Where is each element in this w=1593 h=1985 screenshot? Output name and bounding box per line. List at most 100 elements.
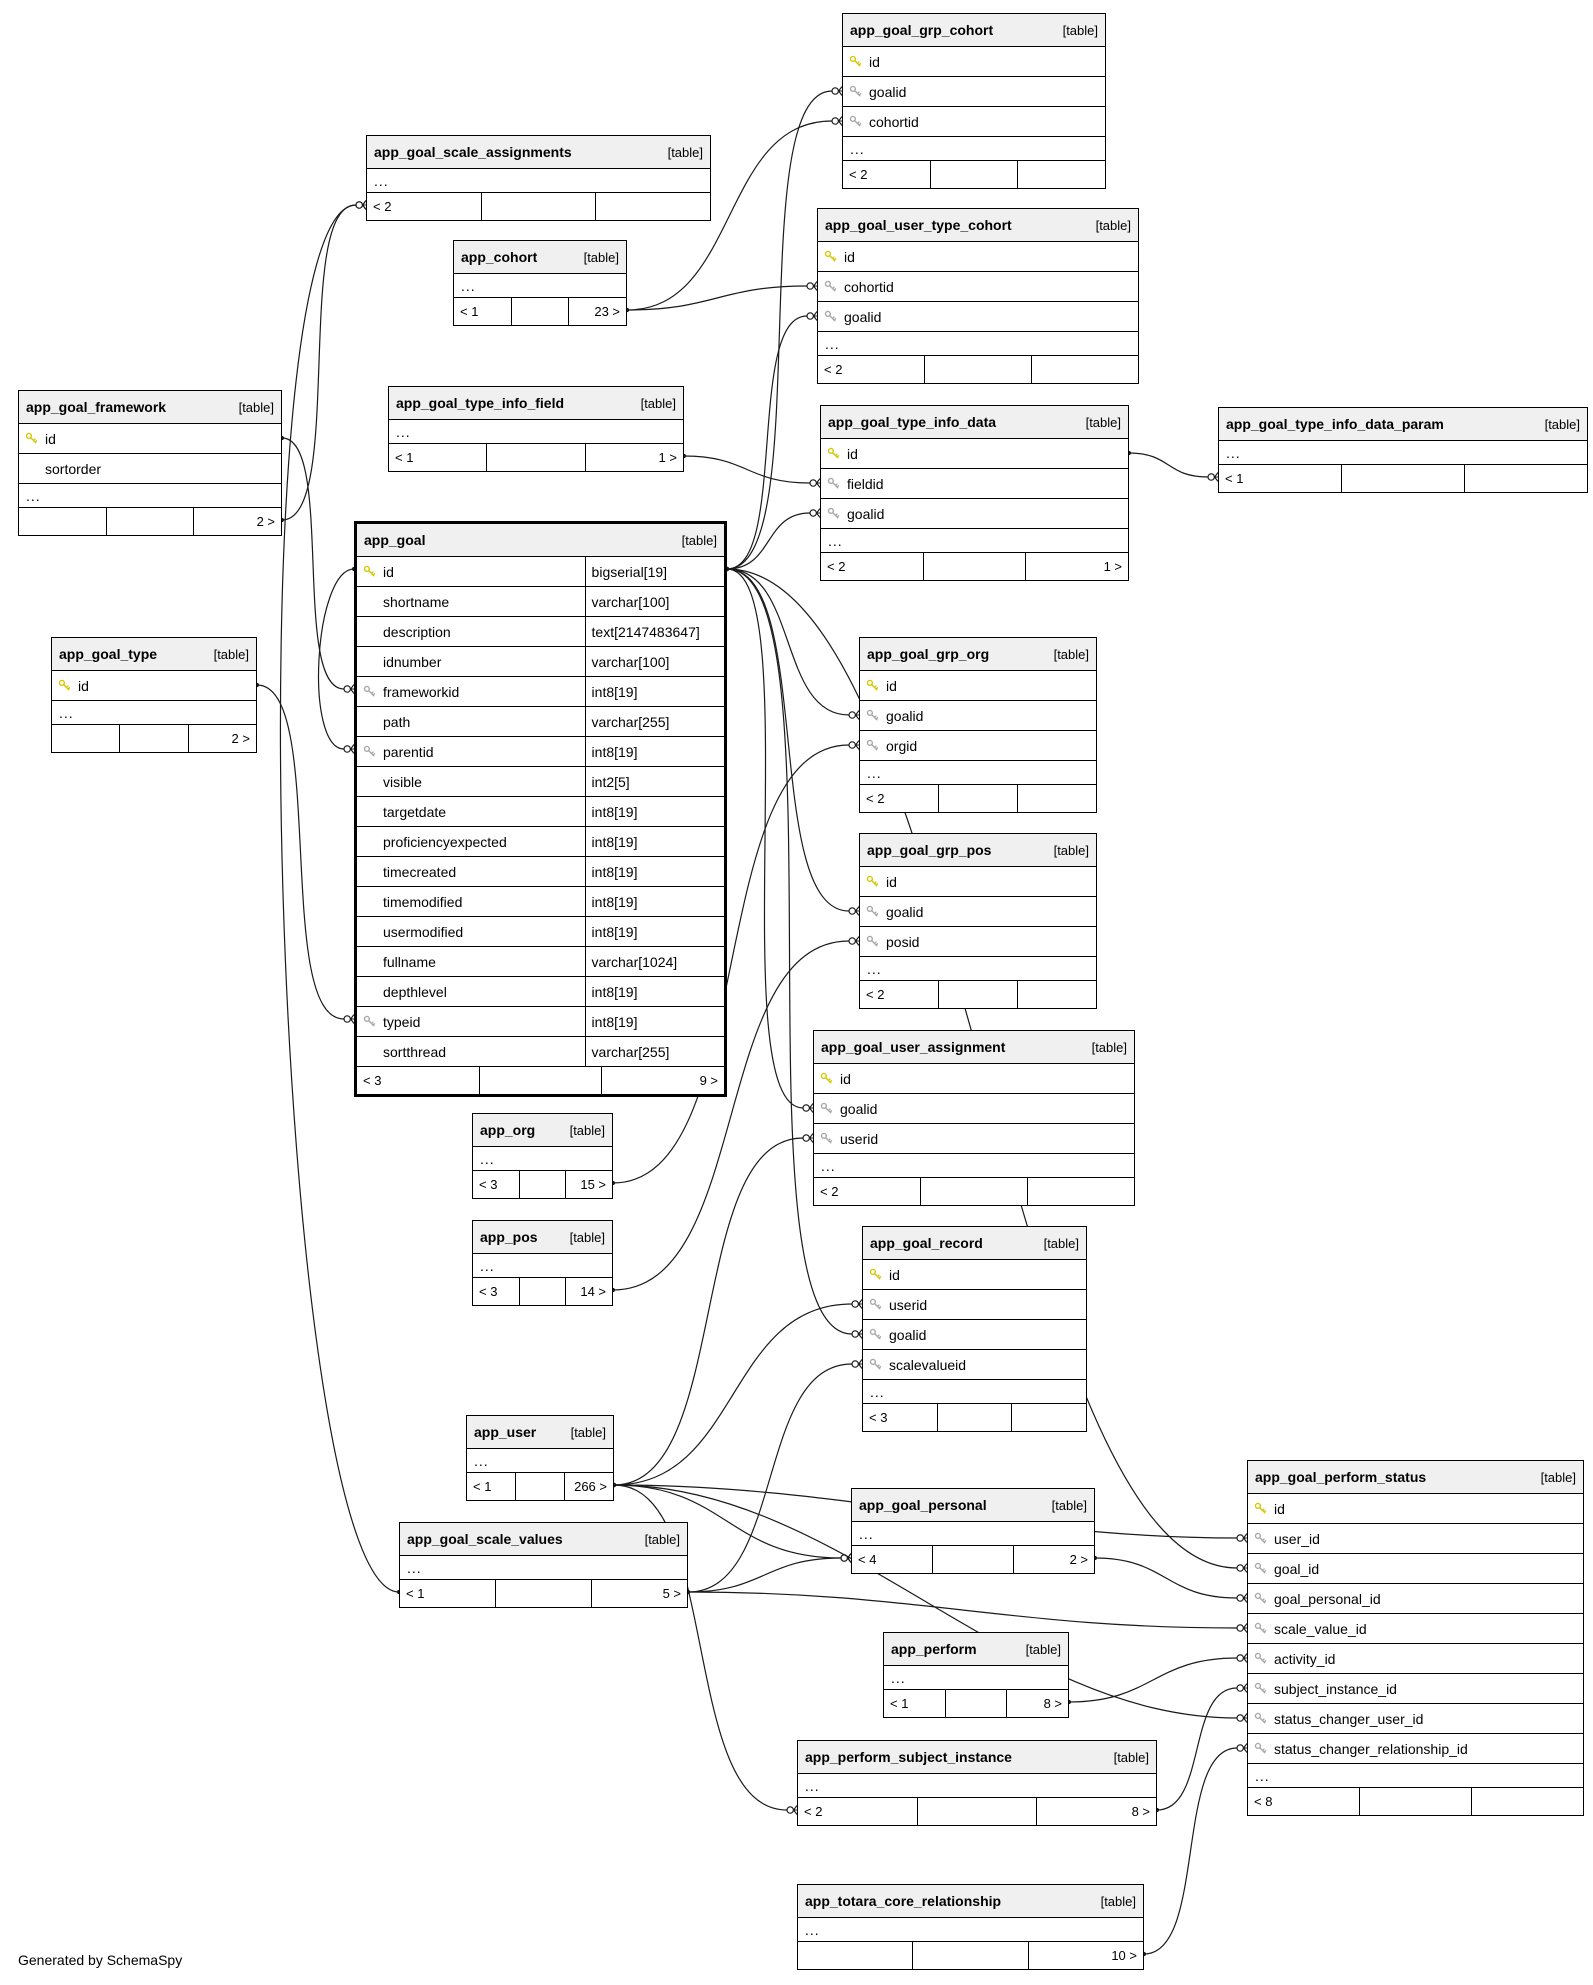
table-header: app_goal_user_assignment[table] <box>814 1031 1134 1064</box>
column-name: path <box>383 713 411 730</box>
relationship-crowfoot <box>854 936 860 946</box>
column-row-sortorder: sortorder <box>19 454 281 484</box>
primary-key-icon <box>52 679 76 692</box>
footer-cell <box>1360 1788 1472 1815</box>
table-app_goal_scale_assignments[interactable]: app_goal_scale_assignments[table]...< 2 <box>366 135 711 221</box>
column-name: goal_id <box>1274 1560 1320 1577</box>
relationship-endpoint-circle <box>1207 473 1216 481</box>
table-title[interactable]: app_goal_grp_pos <box>867 842 992 858</box>
relationship-endpoint-circle <box>831 117 840 125</box>
table-title[interactable]: app_goal_type_info_data <box>828 414 997 430</box>
table-badge: [table] <box>1095 217 1131 233</box>
foreign-key-icon <box>357 1015 381 1028</box>
column-name: depthlevel <box>383 983 447 1000</box>
relationship-endpoint-circle <box>809 509 818 517</box>
more-columns-ellipsis: ... <box>798 1918 1143 1942</box>
table-title[interactable]: app_goal_type <box>59 646 158 662</box>
table-title[interactable]: app_cohort <box>461 249 538 265</box>
relationship-line <box>318 568 355 750</box>
table-title[interactable]: app_goal_personal <box>859 1497 987 1513</box>
table-title[interactable]: app_org <box>480 1122 536 1138</box>
relationship-endpoint-circle <box>848 741 857 749</box>
foreign-key-icon <box>863 1298 887 1311</box>
table-badge: [table] <box>640 395 676 411</box>
table-footer: < 3 <box>863 1404 1086 1431</box>
table-title[interactable]: app_perform <box>891 1641 977 1657</box>
column-name: frameworkid <box>383 683 460 700</box>
column-row-id: id <box>19 424 281 454</box>
table-title[interactable]: app_goal_grp_cohort <box>850 22 994 38</box>
relationship-line <box>612 940 850 1291</box>
table-title[interactable]: app_goal_framework <box>26 399 167 415</box>
column-row-goalid: goalid <box>843 77 1105 107</box>
foreign-key-icon <box>821 507 845 520</box>
column-name: activity_id <box>1274 1650 1336 1667</box>
column-row-goalid: goalid <box>814 1094 1134 1124</box>
relationship-line <box>1143 1747 1238 1955</box>
table-title[interactable]: app_user <box>474 1424 537 1440</box>
footer-cell: < 2 <box>860 981 939 1008</box>
table-title[interactable]: app_goal_grp_org <box>867 646 990 662</box>
footer-cell: < 2 <box>821 553 924 580</box>
table-app_goal_type_info_data_param[interactable]: app_goal_type_info_data_param[table]...<… <box>1218 407 1588 493</box>
column-type: int8[19] <box>584 1007 724 1036</box>
column-name: sortorder <box>45 460 102 477</box>
column-type: int8[19] <box>584 917 724 946</box>
column-name: goalid <box>889 1326 927 1343</box>
table-title[interactable]: app_goal_type_info_field <box>396 395 565 411</box>
table-title[interactable]: app_goal_scale_assignments <box>374 144 572 160</box>
table-app_goal_type[interactable]: app_goal_type[table]id...2 > <box>51 637 257 753</box>
primary-key-icon <box>818 250 842 263</box>
table-app_perform_subject_instance[interactable]: app_perform_subject_instance[table]...< … <box>797 1740 1157 1826</box>
column-name: id <box>886 873 897 890</box>
relationship-crowfoot <box>808 1103 814 1113</box>
column-name: id <box>869 53 880 70</box>
table-header: app_perform_subject_instance[table] <box>798 1741 1156 1774</box>
relationship-crowfoot <box>815 478 821 488</box>
relationship-line <box>256 684 345 1020</box>
footer-cell: 2 > <box>231 731 250 746</box>
table-title[interactable]: app_goal_record <box>870 1235 983 1251</box>
table-title[interactable]: app_goal <box>364 532 426 548</box>
table-title[interactable]: app_goal_type_info_data_param <box>1226 416 1444 432</box>
column-name: status_changer_relationship_id <box>1274 1740 1468 1757</box>
table-title[interactable]: app_totara_core_relationship <box>805 1893 1002 1909</box>
column-name: posid <box>886 933 920 950</box>
table-title[interactable]: app_goal_user_assignment <box>821 1039 1006 1055</box>
column-name: goalid <box>847 505 885 522</box>
table-footer: < 2 <box>818 356 1138 383</box>
table-title[interactable]: app_perform_subject_instance <box>805 1749 1012 1765</box>
table-app_totara_core_relationship[interactable]: app_totara_core_relationship[table]...10… <box>797 1884 1144 1970</box>
column-name: id <box>45 430 56 447</box>
relationship-endpoint-circle <box>848 711 857 719</box>
table-title[interactable]: app_goal_scale_values <box>407 1531 563 1547</box>
relationship-endpoint-circle <box>343 745 352 753</box>
table-footer: < 1 <box>1219 465 1587 492</box>
table-title[interactable]: app_goal_user_type_cohort <box>825 217 1012 233</box>
table-title[interactable]: app_pos <box>480 1229 538 1245</box>
footer-cell <box>921 1178 1028 1205</box>
table-title[interactable]: app_goal_perform_status <box>1255 1469 1427 1485</box>
table-footer: < 2 <box>860 981 1096 1008</box>
